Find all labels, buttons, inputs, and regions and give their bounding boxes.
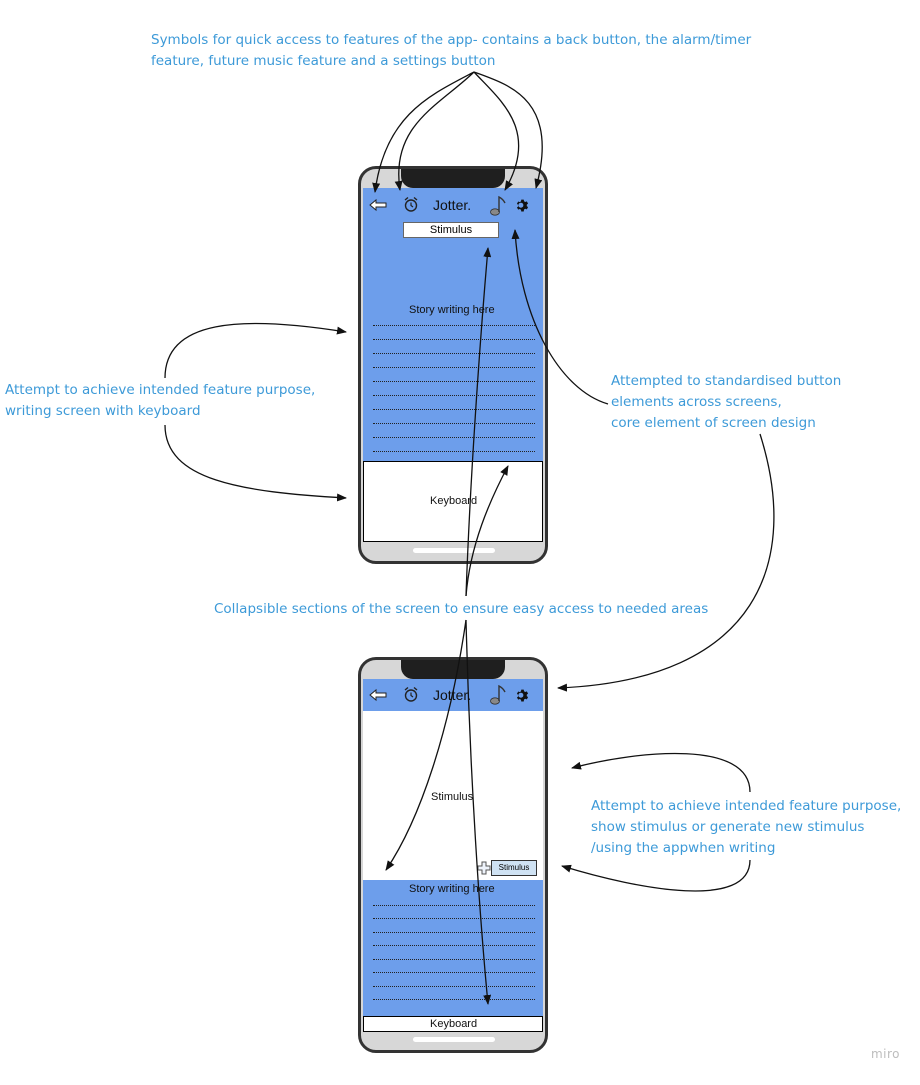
annotation-line: Attempt to achieve intended feature purp…	[5, 382, 316, 398]
stimulus-label: Stimulus	[431, 791, 474, 803]
connector-arrow	[473, 71, 543, 189]
writing-line	[373, 381, 535, 382]
writing-area[interactable]: Story writing here	[363, 880, 543, 1016]
writing-line	[373, 395, 535, 396]
annotation-collapsible-sections: Collapsible sections of the screen to en…	[214, 601, 709, 617]
stimulus-bar[interactable]: Stimulus	[403, 222, 499, 238]
connector-arrow	[561, 859, 751, 892]
annotation-line: Attempted to standardised button	[611, 373, 842, 389]
miro-watermark: miro	[870, 1047, 900, 1061]
top-toolbar: Jotter.	[363, 188, 543, 222]
annotation-line: Attempt to achieve intended feature purp…	[591, 798, 902, 814]
writing-line	[373, 423, 535, 424]
alarm-clock-icon[interactable]	[403, 196, 419, 213]
connector-arrow	[164, 322, 347, 379]
connector-arrow	[557, 433, 775, 692]
annotation-line: Symbols for quick access to features of …	[151, 32, 752, 48]
connector-arrow	[372, 71, 475, 193]
alarm-clock-icon[interactable]	[403, 686, 419, 703]
connector-arrow	[394, 71, 475, 191]
annotation-standardised-buttons: Attempted to standardised button element…	[611, 371, 841, 434]
connector-arrow	[465, 247, 492, 597]
annotation-line: writing screen with keyboard	[5, 403, 201, 419]
connector-arrow	[571, 752, 751, 793]
annotation-line: show stimulus or generate new stimulus	[591, 819, 865, 835]
writing-line	[373, 959, 535, 960]
annotation-quick-access: Symbols for quick access to features of …	[151, 30, 751, 72]
keyboard-area[interactable]: Keyboard	[363, 461, 543, 542]
writing-line	[373, 409, 535, 410]
phone-notch	[401, 169, 505, 188]
phone-notch	[401, 660, 505, 679]
keyboard-area[interactable]: Keyboard	[363, 1016, 543, 1032]
keyboard-label: Keyboard	[430, 1018, 478, 1030]
writing-line	[373, 945, 535, 946]
gear-icon[interactable]	[515, 198, 530, 213]
home-indicator	[413, 548, 495, 553]
app-title: Jotter.	[433, 197, 472, 213]
connector-arrow	[511, 229, 609, 405]
writing-line	[373, 367, 535, 368]
connector-arrow	[164, 424, 347, 502]
writing-line	[373, 932, 535, 933]
writing-line	[373, 986, 535, 987]
plus-icon[interactable]	[477, 861, 491, 875]
annotation-stimulus-screen: Attempt to achieve intended feature purp…	[591, 796, 901, 859]
music-note-icon[interactable]	[489, 195, 507, 217]
writing-line	[373, 353, 535, 354]
home-indicator	[413, 1037, 495, 1042]
writing-line	[373, 451, 535, 452]
writing-line	[373, 339, 535, 340]
story-placeholder: Story writing here	[409, 883, 495, 895]
stimulus-area[interactable]: Stimulus Stimulus	[363, 711, 543, 880]
top-toolbar: Jotter.	[363, 679, 543, 711]
connector-arrow	[473, 71, 520, 191]
generate-stimulus-button[interactable]: Stimulus	[491, 860, 537, 876]
annotation-line: feature, future music feature and a sett…	[151, 53, 496, 69]
writing-line	[373, 918, 535, 919]
keyboard-label: Keyboard	[430, 495, 478, 507]
back-arrow-icon[interactable]	[369, 198, 387, 212]
writing-line	[373, 905, 535, 906]
connector-arrow	[385, 619, 467, 871]
story-placeholder: Story writing here	[409, 304, 495, 316]
annotation-line: elements across screens,	[611, 394, 782, 410]
annotation-line: /using the appwhen writing	[591, 840, 776, 856]
writing-line	[373, 437, 535, 438]
connector-arrow	[465, 619, 492, 1005]
writing-line	[373, 325, 535, 326]
writing-line	[373, 972, 535, 973]
gear-icon[interactable]	[515, 688, 530, 703]
back-arrow-icon[interactable]	[369, 688, 387, 702]
annotation-writing-screen: Attempt to achieve intended feature purp…	[5, 380, 315, 422]
phone-mockup-stimulus: Jotter. Stimulus Stimulus Story writing …	[358, 657, 548, 1053]
music-note-icon[interactable]	[489, 684, 507, 706]
connector-arrow	[465, 465, 509, 597]
writing-line	[373, 999, 535, 1000]
annotation-line: core element of screen design	[611, 415, 816, 431]
